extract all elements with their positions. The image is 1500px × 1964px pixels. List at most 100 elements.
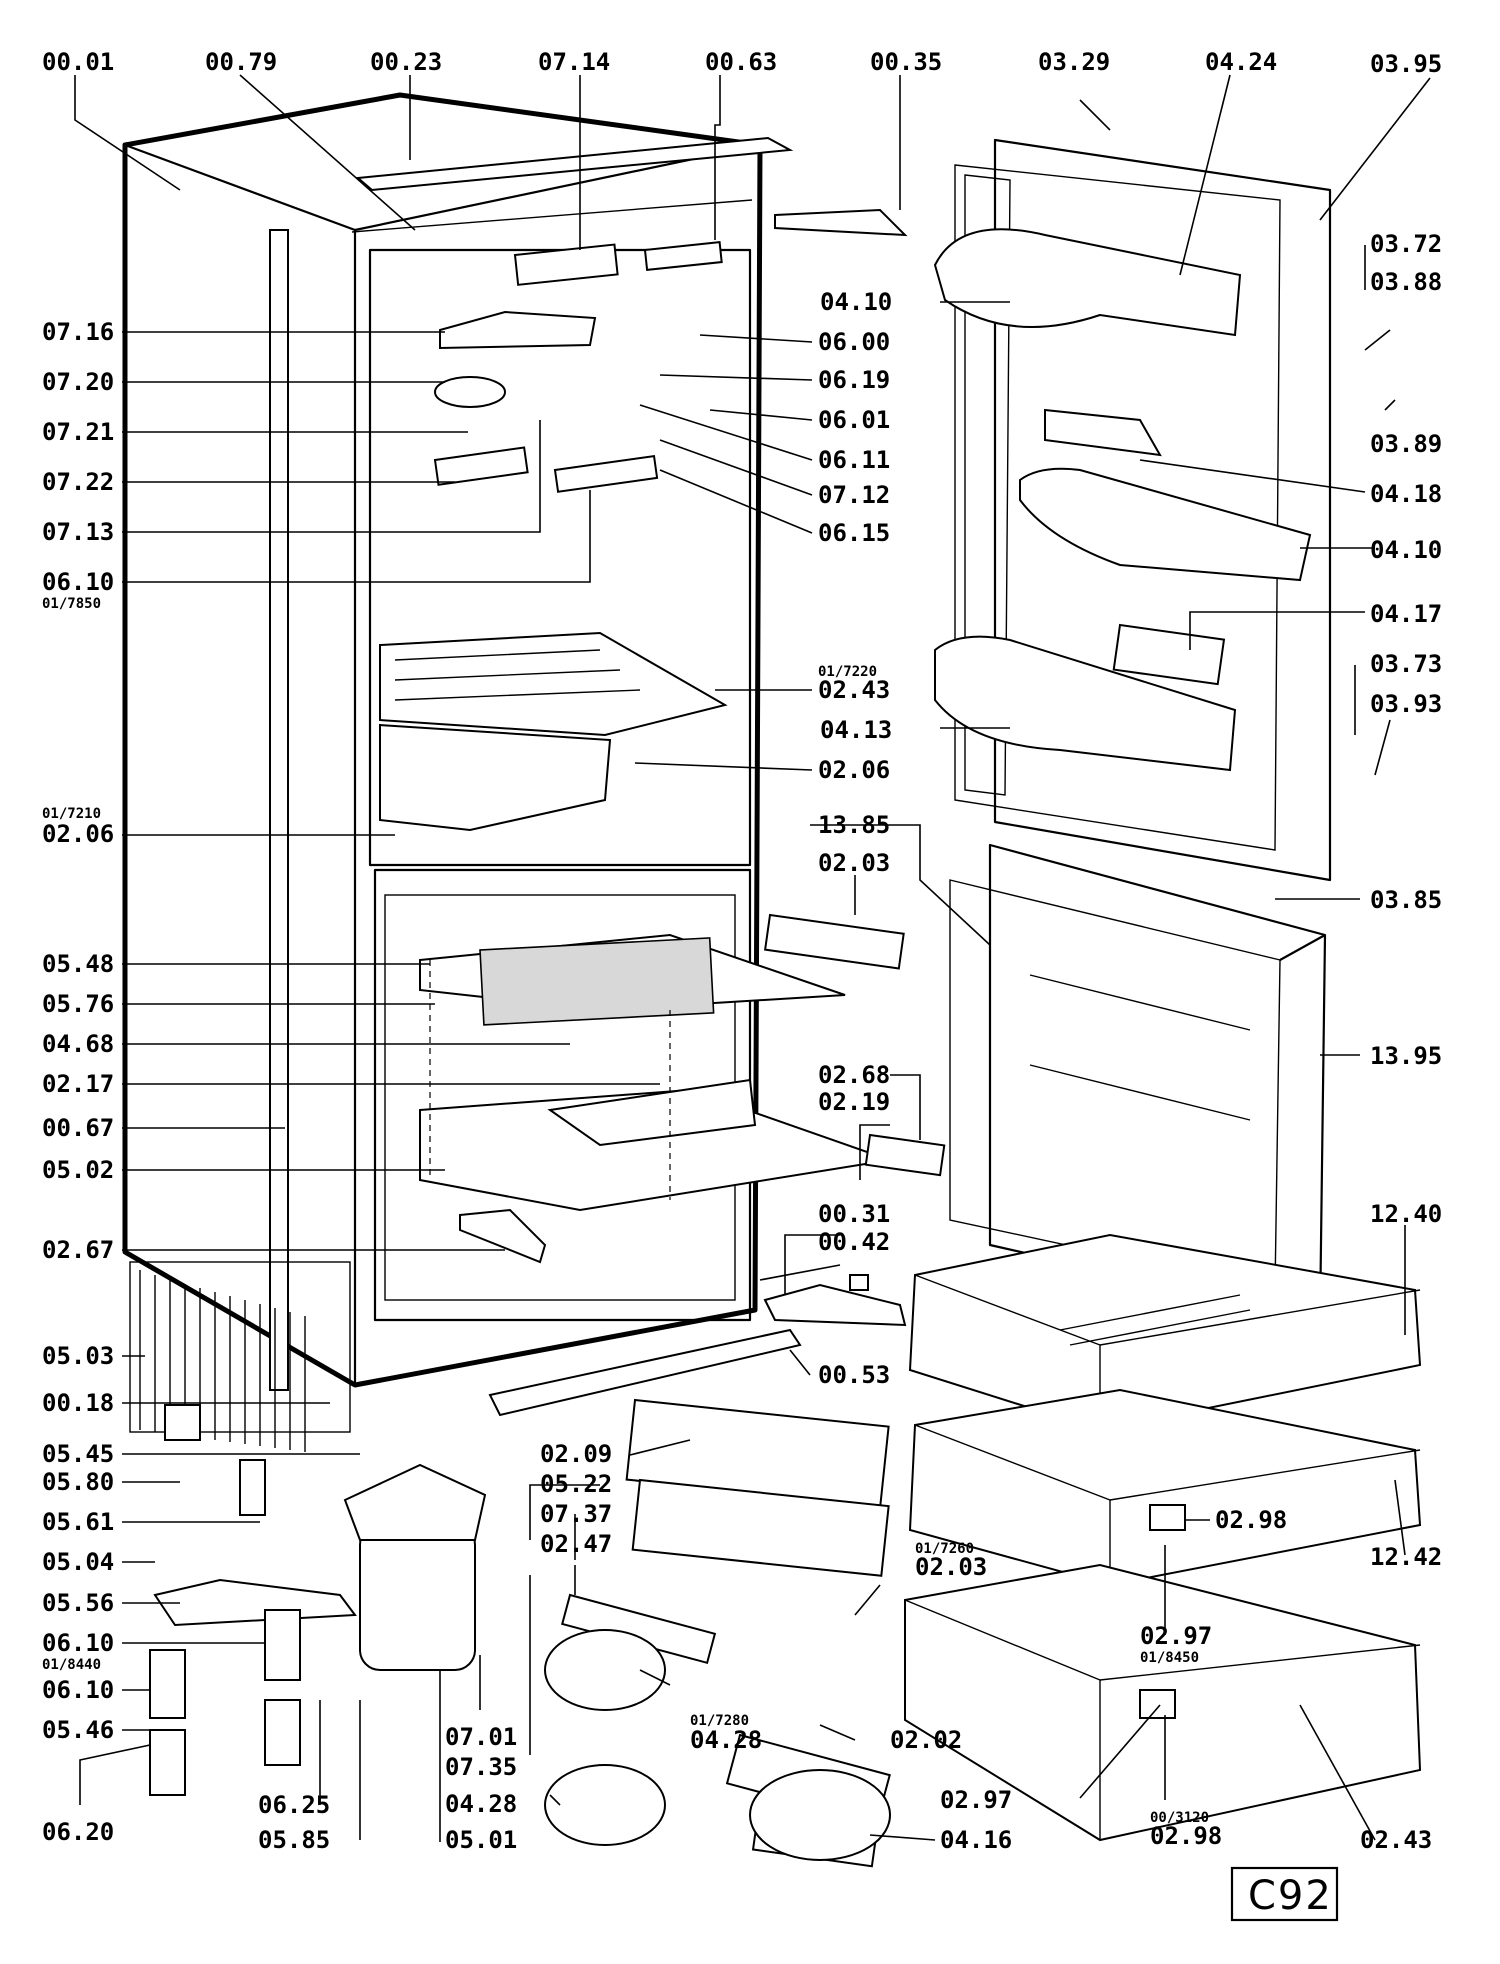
part-label: 00.42 <box>818 1228 890 1256</box>
part-label: 02.67 <box>42 1236 114 1264</box>
part-label: 06.10 <box>42 1629 114 1657</box>
drawing-code-box: C92 <box>1230 1866 1339 1922</box>
part-label: 05.03 <box>42 1342 114 1370</box>
part-label: 05.80 <box>42 1468 114 1496</box>
part-label: 02.03 <box>915 1553 987 1581</box>
part-sublabel: 01/8440 <box>42 1657 101 1673</box>
refrigerator-cabinet <box>122 92 891 1452</box>
part-label: 04.13 <box>820 716 892 744</box>
part-label: 04.28 <box>445 1790 517 1818</box>
part-label: 07.35 <box>445 1753 517 1781</box>
part-label: 07.13 <box>42 518 114 546</box>
part-label: 03.95 <box>1370 50 1442 78</box>
upper-door <box>933 138 1332 882</box>
small-parts <box>149 208 946 1868</box>
part-label: 05.46 <box>42 1716 114 1744</box>
part-sublabel: 01/7220 <box>818 664 877 680</box>
part-label: 05.22 <box>540 1470 612 1498</box>
part-label: 07.37 <box>540 1500 612 1528</box>
part-label: 04.17 <box>1370 600 1442 628</box>
part-label: 06.10 <box>42 1676 114 1704</box>
part-label: 00.79 <box>205 48 277 76</box>
part-label: 06.25 <box>258 1791 330 1819</box>
part-label: 04.28 <box>690 1726 762 1754</box>
part-label: 04.10 <box>1370 536 1442 564</box>
part-label: 02.98 <box>1150 1822 1222 1850</box>
part-label: 03.73 <box>1370 650 1442 678</box>
callout-leaders <box>74 74 1431 1842</box>
part-label: 07.21 <box>42 418 114 446</box>
part-label: 04.16 <box>940 1826 1012 1854</box>
part-label: 00.31 <box>818 1200 890 1228</box>
part-label: 06.10 <box>42 568 114 596</box>
part-label: 03.72 <box>1370 230 1442 258</box>
part-label: 07.16 <box>42 318 114 346</box>
part-label: 05.76 <box>42 990 114 1018</box>
part-label: 00.23 <box>370 48 442 76</box>
part-label: 05.48 <box>42 950 114 978</box>
part-sublabel: 01/7850 <box>42 596 101 612</box>
part-label: 12.42 <box>1370 1543 1442 1571</box>
part-label: 06.15 <box>818 519 890 547</box>
part-label: 05.45 <box>42 1440 114 1468</box>
part-sublabel: 01/7260 <box>915 1541 974 1557</box>
part-label: 03.85 <box>1370 886 1442 914</box>
part-number-labels-middle: 06.00 06.19 06.01 06.11 07.12 06.15 01/7… <box>258 328 1012 1854</box>
part-label: 02.97 <box>1140 1622 1212 1650</box>
part-label: 00.18 <box>42 1389 114 1417</box>
part-number-labels-top: 00.01 00.79 00.23 07.14 00.63 00.35 03.2… <box>42 48 1442 78</box>
part-label: 00.63 <box>705 48 777 76</box>
part-sublabel: 01/7280 <box>690 1713 749 1729</box>
part-label: 02.97 <box>940 1786 1012 1814</box>
part-label: 07.14 <box>538 48 610 76</box>
part-label: 02.98 <box>1215 1506 1287 1534</box>
part-label: 02.68 <box>818 1061 890 1089</box>
part-sublabel: 01/7210 <box>42 806 101 822</box>
drawer-1242 <box>908 1388 1422 1587</box>
part-label: 06.00 <box>818 328 890 356</box>
part-label: 04.68 <box>42 1030 114 1058</box>
part-label: 06.19 <box>818 366 890 394</box>
drawer-1240 <box>908 1233 1422 1432</box>
part-label: 07.20 <box>42 368 114 396</box>
part-label: 02.43 <box>818 676 890 704</box>
part-label: 05.01 <box>445 1826 517 1854</box>
part-label: 03.88 <box>1370 268 1442 296</box>
part-sublabel: 01/8450 <box>1140 1650 1199 1666</box>
part-label: 02.09 <box>540 1440 612 1468</box>
part-label: 13.95 <box>1370 1042 1442 1070</box>
part-label: 00.35 <box>870 48 942 76</box>
part-label: 04.24 <box>1205 48 1277 76</box>
part-label: 07.22 <box>42 468 114 496</box>
part-label: 03.89 <box>1370 430 1442 458</box>
part-label: 05.04 <box>42 1548 114 1576</box>
part-label: 07.12 <box>818 481 890 509</box>
part-label: 02.06 <box>818 756 890 784</box>
part-label: 00.53 <box>818 1361 890 1389</box>
part-number-labels-right: 03.72 03.88 04.10 03.89 04.18 04.10 04.1… <box>820 230 1442 1854</box>
part-label: 03.93 <box>1370 690 1442 718</box>
part-label: 02.02 <box>890 1726 962 1754</box>
part-label: 13.85 <box>818 811 890 839</box>
part-label: 07.01 <box>445 1723 517 1751</box>
part-label: 04.10 <box>820 288 892 316</box>
part-label: 05.02 <box>42 1156 114 1184</box>
part-label: 02.19 <box>818 1088 890 1116</box>
drawer-0243-bottom <box>904 1563 1422 1842</box>
part-label: 03.29 <box>1038 48 1110 76</box>
part-label: 05.85 <box>258 1826 330 1854</box>
part-label: 12.40 <box>1370 1200 1442 1228</box>
part-label: 04.18 <box>1370 480 1442 508</box>
part-label: 06.20 <box>42 1818 114 1846</box>
part-label: 02.47 <box>540 1530 612 1558</box>
part-label: 05.61 <box>42 1508 114 1536</box>
drawing-code: C92 <box>1248 1873 1333 1919</box>
part-number-labels-left: 07.16 07.20 07.21 07.22 07.13 06.10 01/7… <box>42 318 114 1846</box>
part-sublabel: 00/3120 <box>1150 1810 1209 1826</box>
part-label: 00.01 <box>42 48 114 76</box>
part-label: 02.06 <box>42 820 114 848</box>
condenser-grille <box>129 1261 351 1452</box>
part-label: 02.03 <box>818 849 890 877</box>
part-label: 05.56 <box>42 1589 114 1617</box>
